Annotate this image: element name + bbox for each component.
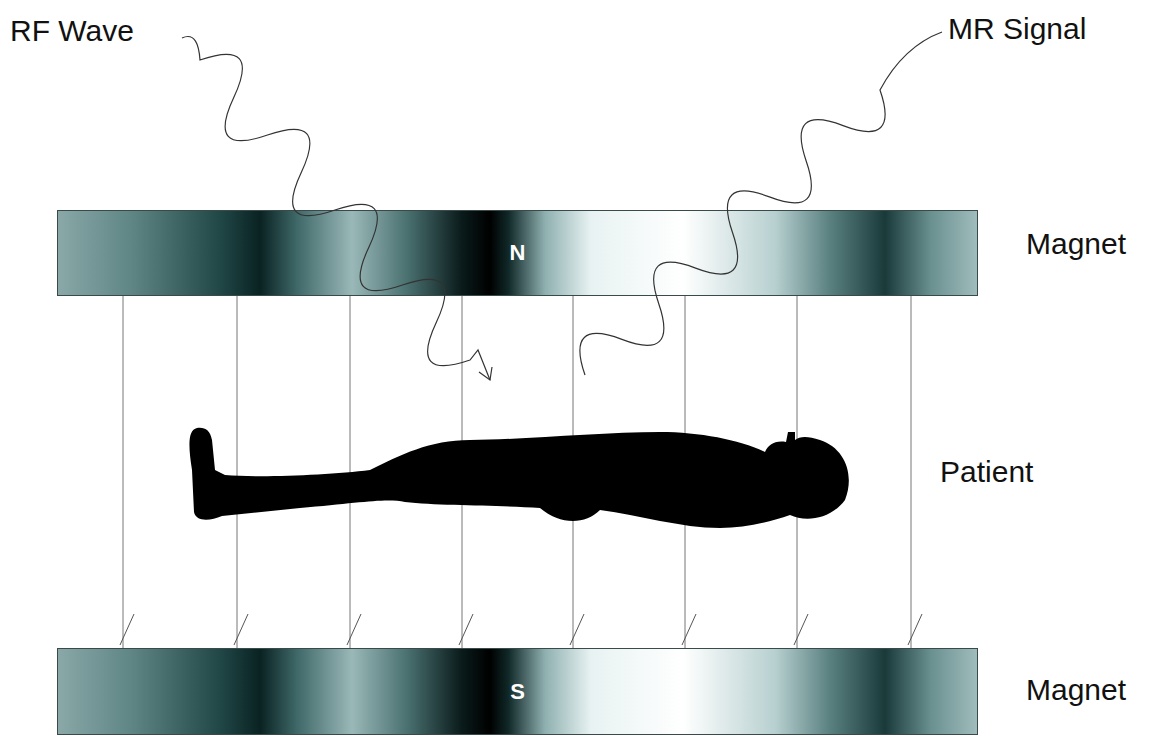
field-line <box>237 296 238 648</box>
pole-letter: S <box>510 679 525 705</box>
rf-wave <box>182 37 490 380</box>
field-tick <box>459 614 473 645</box>
rf-arrowhead <box>479 367 492 380</box>
figure-label: RF Wave <box>10 14 134 48</box>
field-ticks <box>120 614 922 645</box>
field-line <box>123 296 124 648</box>
field-line <box>350 296 351 648</box>
field-tick <box>908 614 922 645</box>
field-tick <box>794 614 808 645</box>
patient-silhouette <box>189 428 848 528</box>
pole-letter: N <box>510 240 526 266</box>
magnet-label: Magnet <box>1026 227 1126 261</box>
field-tick <box>120 614 134 645</box>
field-tick <box>682 614 696 645</box>
mr-signal-wave <box>580 32 942 375</box>
figure-label: MR Signal <box>948 12 1086 46</box>
figure-label: Patient <box>940 455 1033 489</box>
magnet-bar: SMagnet <box>57 648 978 735</box>
field-tick <box>347 614 361 645</box>
magnet-label: Magnet <box>1026 673 1126 707</box>
field-line <box>911 296 912 648</box>
magnet-bar: NMagnet <box>57 210 978 296</box>
field-tick <box>234 614 248 645</box>
field-tick <box>570 614 584 645</box>
